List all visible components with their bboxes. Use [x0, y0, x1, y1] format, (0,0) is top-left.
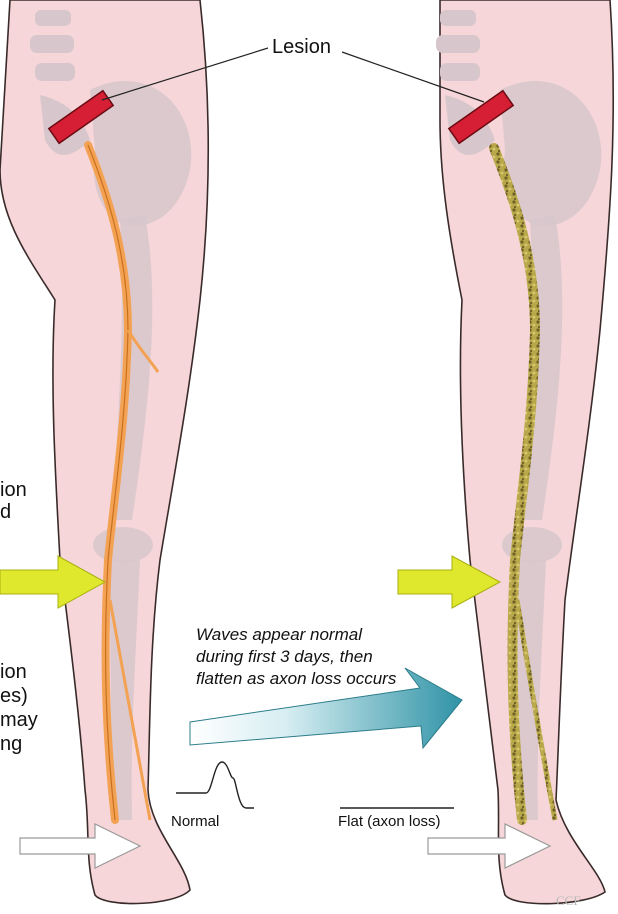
truncated-line: ng — [0, 732, 38, 756]
flat-wave-label: Flat (axon loss) — [338, 813, 441, 830]
truncated-label-lower: ion es) may ng — [0, 660, 38, 756]
truncated-line: may — [0, 708, 38, 732]
wave-note-line: flatten as axon loss occurs — [196, 668, 396, 690]
right-leg — [436, 0, 613, 904]
truncated-line: es) — [0, 684, 38, 708]
wave-change-note: Waves appear normal during first 3 days,… — [196, 624, 396, 690]
left-knee — [93, 527, 153, 563]
normal-wave-icon — [176, 762, 254, 808]
lesion-label: Lesion — [272, 36, 331, 59]
wave-note-line: Waves appear normal — [196, 624, 396, 646]
left-leg — [0, 0, 208, 904]
truncated-label-upper: ion d — [0, 479, 27, 523]
wave-note-line: during first 3 days, then — [196, 646, 396, 668]
truncated-line: ion — [0, 660, 38, 684]
normal-wave-label: Normal — [171, 813, 219, 830]
truncated-line: d — [0, 501, 27, 523]
credit-mark: CCF — [556, 893, 581, 909]
truncated-line: ion — [0, 479, 27, 501]
